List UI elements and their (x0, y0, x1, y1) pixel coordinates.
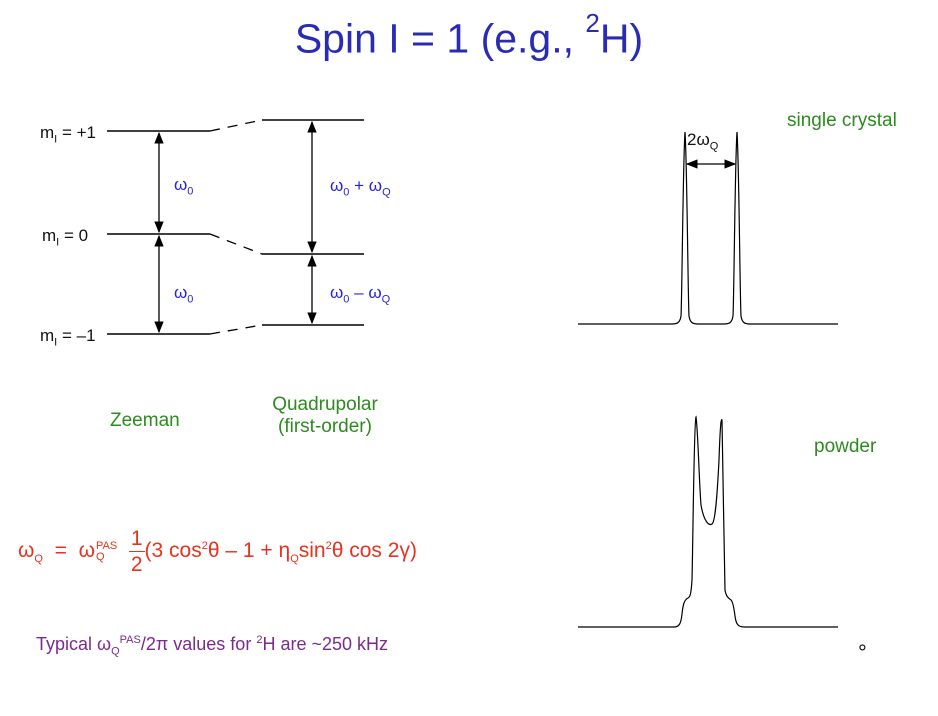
quadrupolar-label-line1: Quadrupolar (272, 394, 378, 415)
powder-label: powder (814, 436, 877, 457)
level-label-0: mI = 0 (42, 226, 89, 249)
powder-spectrum (578, 415, 838, 628)
quad-gap-upper-label: ω0 + ωQ (330, 176, 391, 199)
level-label-minus1: mI = –1 (40, 326, 96, 349)
page-title: Spin I = 1 (e.g., 2H) (294, 8, 644, 62)
zeeman-label: Zeeman (110, 410, 180, 431)
connector-plus1 (209, 119, 263, 132)
quad-gap-lower-label: ω0 – ωQ (330, 283, 391, 306)
connector-0 (209, 233, 263, 255)
quadrupolar-label: Quadrupolar (first-order) (250, 394, 400, 438)
single-crystal-spectrum (578, 131, 838, 325)
splitting-label: 2ωQ (687, 130, 719, 153)
single-crystal-label: single crystal (787, 110, 897, 131)
quadrupolar-label-line2: (first-order) (278, 416, 372, 437)
level-label-plus1: mI = +1 (40, 123, 96, 146)
connector-minus1 (209, 324, 263, 335)
typical-values-note: Typical ωQPAS/2π values for 2H are ~250 … (36, 634, 389, 658)
corner-mark: ° (858, 640, 867, 665)
zeeman-gap-upper-label: ω0 (174, 175, 194, 198)
zeeman-gap-lower-label: ω0 (174, 283, 194, 306)
